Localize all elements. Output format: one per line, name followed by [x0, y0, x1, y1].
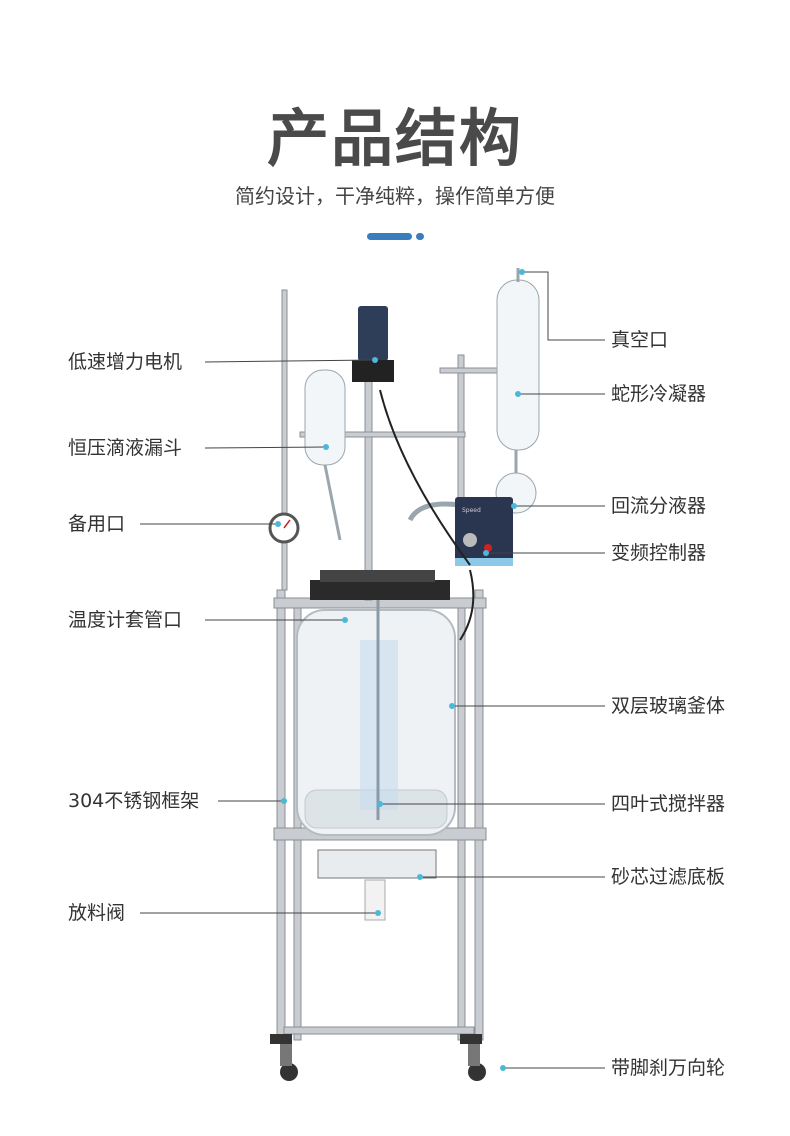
- label-condenser: 蛇形冷凝器: [611, 383, 707, 405]
- leader-lines: [140, 271, 605, 1069]
- label-filter-plate: 砂芯过滤底板: [611, 866, 726, 888]
- label-frame: 304不锈钢框架: [68, 790, 200, 812]
- motor: [358, 306, 388, 361]
- label-glass-vessel: 双层玻璃釜体: [611, 695, 726, 717]
- label-dropping-funnel: 恒压滴液漏斗: [68, 437, 183, 459]
- decorative-dot: [416, 233, 424, 240]
- label-vacuum-port: 真空口: [611, 329, 669, 351]
- page-subtitle: 简约设计，干净纯粹，操作简单方便: [235, 184, 555, 208]
- controller-brand: Speed: [462, 507, 481, 514]
- label-thermometer-port: 温度计套管口: [68, 609, 183, 631]
- controller-box: [455, 497, 513, 565]
- label-stirrer: 四叶式搅拌器: [611, 793, 726, 815]
- caster-wheels: [270, 1034, 486, 1081]
- decorative-bar: [367, 233, 412, 240]
- label-controller: 变频控制器: [611, 542, 707, 564]
- marker-dots: [275, 269, 525, 1071]
- label-motor: 低速增力电机: [68, 351, 183, 373]
- label-spare-port: 备用口: [68, 513, 126, 535]
- page-title: 产品结构: [266, 102, 523, 175]
- label-discharge-valve: 放料阀: [68, 902, 126, 924]
- label-reflux-separator: 回流分液器: [611, 495, 707, 517]
- label-casters: 带脚刹万向轮: [611, 1057, 726, 1079]
